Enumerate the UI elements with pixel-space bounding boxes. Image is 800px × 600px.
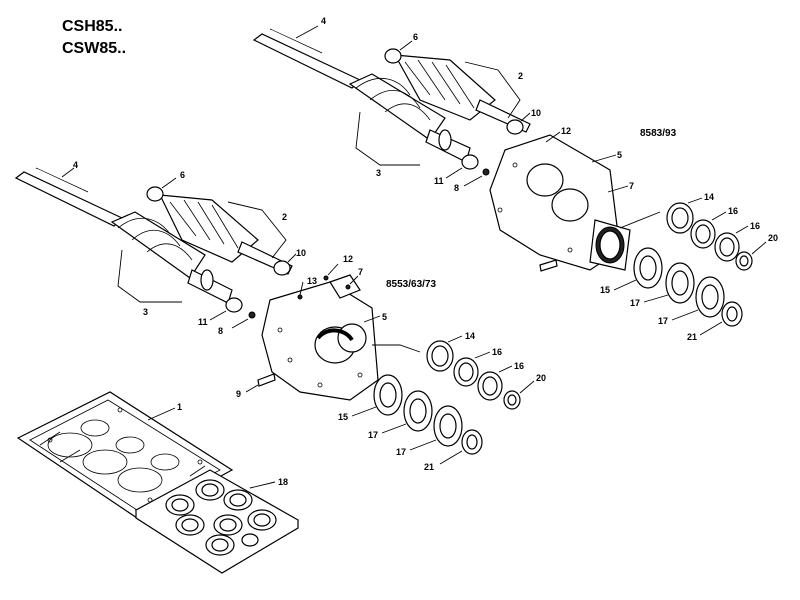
upper-label-17a: 17 (630, 298, 640, 308)
lower-label-9: 9 (236, 389, 241, 399)
upper-bearing-14-part (666, 202, 694, 234)
lower-label-11: 11 (198, 317, 208, 327)
upper-label-6: 6 (413, 32, 418, 42)
lower-assembly: 4 3 2 6 10 (14, 160, 546, 472)
lower-plug-8-part (248, 311, 256, 319)
upper-assembly: 4 3 2 6 1 (252, 16, 778, 342)
model-title-csw: CSW85.. (62, 40, 127, 57)
lower-bearing-17a-part (403, 390, 433, 432)
lower-label-16a: 16 (492, 347, 502, 357)
lower-label-15: 15 (338, 412, 348, 422)
lower-label-13: 13 (307, 276, 317, 286)
lower-housing-part (261, 274, 379, 401)
upper-oring-10-part (506, 119, 524, 135)
upper-bearing-16a-part (690, 219, 716, 249)
upper-label-8: 8 (454, 183, 459, 193)
lower-label-7: 7 (358, 267, 363, 277)
upper-label-10: 10 (531, 108, 541, 118)
upper-bearing-16b-part (714, 232, 740, 262)
lower-pin-part (257, 373, 276, 387)
upper-housing-part (489, 134, 631, 271)
upper-label-16a: 16 (728, 206, 738, 216)
lower-bearing-17b-part (433, 405, 463, 447)
lower-label-21: 21 (424, 462, 434, 472)
upper-nut-20-part (735, 251, 753, 271)
lower-key-part (35, 167, 89, 195)
upper-label-3: 3 (376, 168, 381, 178)
lower-bearing-15-part (373, 374, 403, 416)
upper-key-part (269, 25, 323, 56)
upper-nut-21-part (721, 301, 743, 327)
lower-label-14: 14 (465, 331, 475, 341)
lower-label-12: 12 (343, 254, 353, 264)
lower-label-8: 8 (218, 326, 223, 336)
upper-label-17b: 17 (658, 316, 668, 326)
upper-oring-6-part (384, 48, 402, 64)
lower-oring-6-part (146, 186, 164, 202)
lower-label-2: 2 (282, 212, 287, 222)
model-title-csh: CSH85.. (62, 18, 123, 35)
lower-label-6: 6 (180, 170, 185, 180)
upper-label-20: 20 (768, 233, 778, 243)
upper-label-21: 21 (687, 332, 697, 342)
lower-label-10: 10 (296, 248, 306, 258)
lower-label-17a: 17 (368, 430, 378, 440)
lower-label-4: 4 (73, 160, 78, 170)
lower-bearing-14-part (426, 340, 454, 372)
upper-bearing-17b-part (695, 276, 725, 318)
lower-label-5: 5 (382, 312, 387, 322)
lower-bearing-16b-part (477, 371, 503, 401)
lower-oring-11-part (225, 297, 243, 313)
upper-label-11: 11 (434, 176, 444, 186)
upper-label-7: 7 (629, 181, 634, 191)
upper-label-15: 15 (600, 285, 610, 295)
upper-label-16b: 16 (750, 221, 760, 231)
kit-label-1: 1 (177, 402, 182, 412)
upper-label-12: 12 (561, 126, 571, 136)
lower-label-16b: 16 (514, 361, 524, 371)
lower-male-rotor-part (14, 171, 233, 304)
lower-oring-10-part (273, 260, 291, 276)
upper-label-5: 5 (617, 150, 622, 160)
bearing-kit-part (134, 469, 300, 574)
upper-oring-11-part (461, 154, 479, 170)
upper-label-14: 14 (704, 192, 714, 202)
upper-label-2: 2 (518, 71, 523, 81)
lower-label-20: 20 (536, 373, 546, 383)
upper-male-rotor-part (252, 33, 471, 163)
upper-label-4: 4 (321, 16, 326, 26)
upper-pin-part (539, 259, 558, 272)
lower-label-17b: 17 (396, 447, 406, 457)
upper-variant-label: 8583/93 (640, 128, 677, 139)
lower-bearing-16a-part (453, 357, 479, 387)
upper-bearing-17a-part (665, 262, 695, 304)
lower-nut-20-part (503, 390, 521, 410)
upper-plug-8-part (482, 168, 490, 176)
upper-bearing-15-part (633, 247, 663, 289)
kit-label-18: 18 (278, 477, 288, 487)
lower-nut-21-part (461, 429, 483, 455)
lower-label-3: 3 (143, 307, 148, 317)
lower-variant-label: 8553/63/73 (386, 279, 436, 290)
